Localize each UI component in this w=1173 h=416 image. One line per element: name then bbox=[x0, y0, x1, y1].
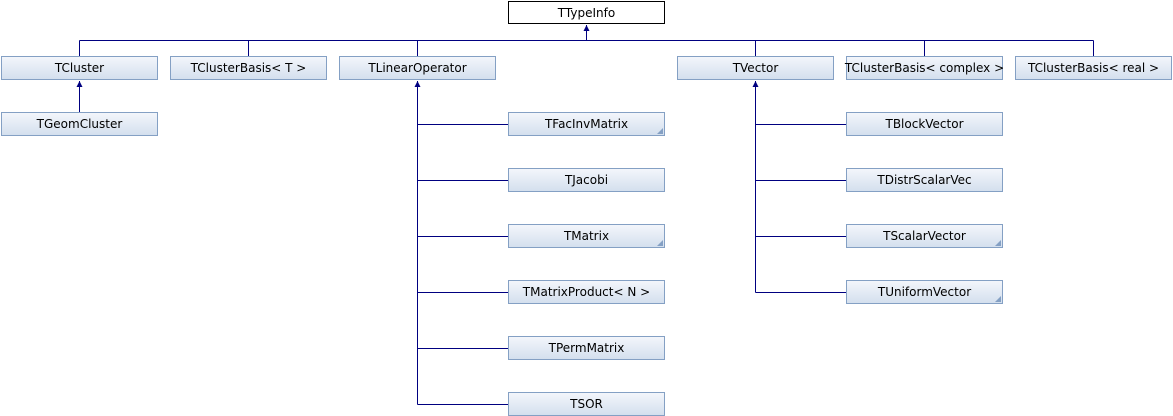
node-tuniformvector[interactable]: TUniformVector bbox=[846, 280, 1003, 304]
node-label: TScalarVector bbox=[883, 229, 966, 243]
arrowhead-tcluster bbox=[76, 81, 83, 87]
node-ttypeinfo[interactable]: TTypeInfo bbox=[508, 1, 665, 24]
node-label: TMatrix bbox=[563, 229, 610, 243]
node-label: TTypeInfo bbox=[557, 5, 616, 20]
arrowhead-ttypeinfo bbox=[583, 25, 590, 31]
node-label: TClusterBasis< complex > bbox=[844, 61, 1005, 75]
expand-marker-icon bbox=[657, 240, 663, 246]
node-label: TSOR bbox=[570, 397, 603, 411]
node-label: TMatrixProduct< N > bbox=[522, 285, 651, 299]
node-label: TVector bbox=[732, 61, 779, 75]
node-tcluster[interactable]: TCluster bbox=[1, 56, 158, 80]
node-label: TDistrScalarVec bbox=[877, 173, 972, 187]
node-label: TPermMatrix bbox=[548, 341, 625, 355]
expand-marker-icon bbox=[657, 128, 663, 134]
node-tscalarvector[interactable]: TScalarVector bbox=[846, 224, 1003, 248]
node-label: TBlockVector bbox=[885, 117, 964, 131]
node-label: TFacInvMatrix bbox=[544, 117, 629, 131]
node-tjacobi[interactable]: TJacobi bbox=[508, 168, 665, 192]
expand-marker-icon bbox=[995, 240, 1001, 246]
node-tmatrixproduct[interactable]: TMatrixProduct< N > bbox=[508, 280, 665, 304]
node-label: TClusterBasis< T > bbox=[190, 61, 307, 75]
node-tlinearoperator[interactable]: TLinearOperator bbox=[339, 56, 496, 80]
node-label: TUniformVector bbox=[877, 285, 972, 299]
node-tgeomcluster[interactable]: TGeomCluster bbox=[1, 112, 158, 136]
node-tsor[interactable]: TSOR bbox=[508, 392, 665, 416]
node-label: TCluster bbox=[54, 61, 105, 75]
node-tfacinvmatrix[interactable]: TFacInvMatrix bbox=[508, 112, 665, 136]
node-label: TClusterBasis< real > bbox=[1027, 61, 1160, 75]
node-tmatrix[interactable]: TMatrix bbox=[508, 224, 665, 248]
node-tvector[interactable]: TVector bbox=[677, 56, 834, 80]
arrowhead-tlinearoperator bbox=[414, 81, 421, 87]
node-tclusterbasis-complex[interactable]: TClusterBasis< complex > bbox=[844, 56, 1005, 80]
node-label: TLinearOperator bbox=[368, 61, 467, 75]
expand-marker-icon bbox=[995, 296, 1001, 302]
arrowhead-tvector bbox=[752, 81, 759, 87]
node-label: TJacobi bbox=[564, 173, 609, 187]
node-tblockvector[interactable]: TBlockVector bbox=[846, 112, 1003, 136]
node-label: TGeomCluster bbox=[36, 117, 123, 131]
node-tpermmatrix[interactable]: TPermMatrix bbox=[508, 336, 665, 360]
node-tdistrscalarvec[interactable]: TDistrScalarVec bbox=[846, 168, 1003, 192]
node-tclusterbasis-t[interactable]: TClusterBasis< T > bbox=[170, 56, 327, 80]
node-tclusterbasis-real[interactable]: TClusterBasis< real > bbox=[1015, 56, 1172, 80]
